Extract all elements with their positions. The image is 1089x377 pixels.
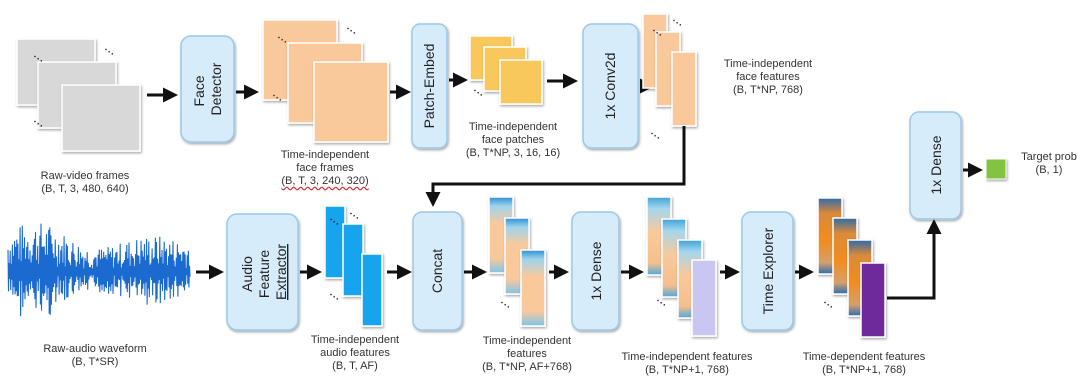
svg-text:...: ...: [648, 124, 665, 142]
final-dense-label: 1x Dense: [928, 135, 944, 194]
patch-embed-block: Patch-Embed: [411, 23, 448, 149]
dense-label: 1x Dense: [588, 241, 604, 300]
face-detector-block: Face Detector: [180, 35, 235, 143]
svg-text:...: ...: [102, 40, 119, 58]
conv2d-block: 1x Conv2d: [582, 23, 639, 149]
arrow-features-to-concat: [425, 126, 686, 207]
raw-audio-label: Raw-audio waveform(B, T*SR): [43, 343, 147, 368]
target-prob-label: Target prob(B, 1): [1021, 151, 1077, 176]
svg-text:...: ...: [327, 285, 344, 303]
face-detector-label: Face Detector: [191, 62, 224, 115]
target-prob-output: [985, 158, 1007, 180]
arrow-features-to-final-dense: [887, 219, 942, 300]
time-dependent-features-stack: ...: [817, 197, 886, 338]
face-patches-stack: ...: [469, 35, 543, 105]
audio-features-stack: ... ... ...: [324, 204, 383, 327]
dependent-features-label: Time-dependent features(B, T*NP+1, 768): [802, 351, 926, 376]
independent-features-label: Time-independent features(B, T*NP+1, 768…: [621, 351, 753, 376]
svg-text:...: ...: [821, 293, 838, 311]
raw-video-label: Raw-video frames(B, T, 3, 480, 640): [40, 170, 130, 195]
time-explorer-block: Time Explorer: [741, 211, 794, 331]
audio-feature-extractor-block: Audio Feature Extractor: [226, 213, 299, 331]
concat-label: Concat: [429, 249, 445, 293]
time-explorer-label: Time Explorer: [760, 227, 776, 314]
face-frames-stack: ... ... ...: [262, 19, 389, 143]
concat-block: Concat: [412, 211, 463, 331]
audio-feature-extractor-label: Audio Feature Extractor: [239, 244, 289, 300]
svg-text:...: ...: [347, 204, 364, 222]
dense-features-stack: ...: [646, 196, 717, 337]
concat-features-stack: ...: [488, 196, 546, 327]
svg-text:...: ...: [344, 19, 361, 37]
final-dense-block: 1x Dense: [909, 111, 962, 220]
patch-embed-label: Patch-Embed: [421, 44, 437, 129]
svg-text:...: ...: [498, 293, 515, 311]
raw-video-frames-stack: ... ... ...: [16, 38, 141, 152]
dense-block: 1x Dense: [571, 211, 620, 331]
face-features-stack: ... ... ...: [642, 11, 697, 142]
conv2d-label: 1x Conv2d: [602, 53, 618, 120]
raw-audio-waveform: [7, 223, 191, 317]
svg-text:...: ...: [670, 11, 687, 29]
